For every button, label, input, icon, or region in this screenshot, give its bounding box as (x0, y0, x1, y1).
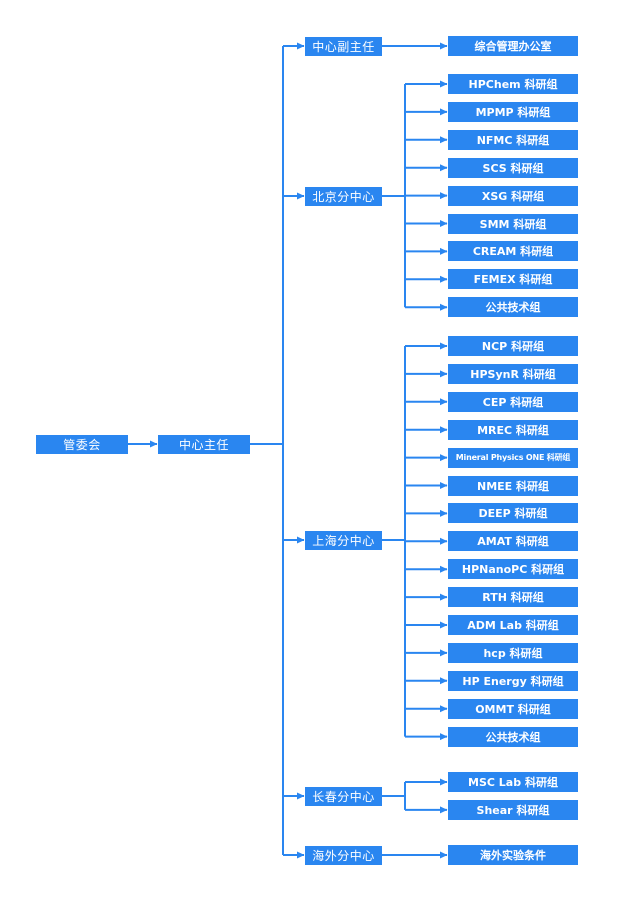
leaf-node-2-5: NMEE 科研组 (448, 475, 578, 496)
branch-node-2: 上海分中心 (305, 530, 382, 550)
leaf-node-2-8: HPNanoPC 科研组 (448, 559, 578, 580)
leaf-node-0-0: 综合管理办公室 (448, 36, 578, 56)
leaf-node-1-4: XSG 科研组 (448, 185, 578, 206)
branch-node-0: 中心副主任 (305, 36, 382, 56)
director-node: 中心主任 (158, 434, 250, 454)
leaf-node-2-3: MREC 科研组 (448, 419, 578, 440)
leaf-node-1-3: SCS 科研组 (448, 157, 578, 178)
branch-node-4: 海外分中心 (305, 845, 382, 865)
leaf-node-1-5: SMM 科研组 (448, 213, 578, 234)
leaf-node-2-1: HPSynR 科研组 (448, 363, 578, 384)
branch-node-1: 北京分中心 (305, 186, 382, 206)
leaf-node-2-4: Mineral Physics ONE 科研组 (448, 447, 578, 468)
leaf-node-1-1: MPMP 科研组 (448, 101, 578, 122)
leaf-node-1-8: 公共技术组 (448, 297, 578, 318)
leaf-node-2-2: CEP 科研组 (448, 391, 578, 412)
leaf-node-2-7: AMAT 科研组 (448, 531, 578, 552)
branch-node-3: 长春分中心 (305, 786, 382, 806)
leaf-node-1-0: HPChem 科研组 (448, 74, 578, 94)
leaf-node-1-6: CREAM 科研组 (448, 241, 578, 262)
leaf-node-3-1: Shear 科研组 (448, 799, 578, 820)
leaf-node-2-10: ADM Lab 科研组 (448, 615, 578, 635)
leaf-node-2-6: DEEP 科研组 (448, 503, 578, 524)
root-node-management-committee: 管委会 (36, 434, 128, 454)
leaf-node-4-0: 海外实验条件 (448, 845, 578, 865)
leaf-node-2-12: HP Energy 科研组 (448, 670, 578, 691)
leaf-node-1-7: FEMEX 科研组 (448, 269, 578, 290)
leaf-node-2-11: hcp 科研组 (448, 642, 578, 663)
leaf-node-2-13: OMMT 科研组 (448, 698, 578, 719)
leaf-node-3-0: MSC Lab 科研组 (448, 772, 578, 792)
leaf-node-2-0: NCP 科研组 (448, 336, 578, 356)
leaf-node-2-9: RTH 科研组 (448, 587, 578, 608)
leaf-node-1-2: NFMC 科研组 (448, 129, 578, 150)
leaf-node-2-14: 公共技术组 (448, 726, 578, 747)
